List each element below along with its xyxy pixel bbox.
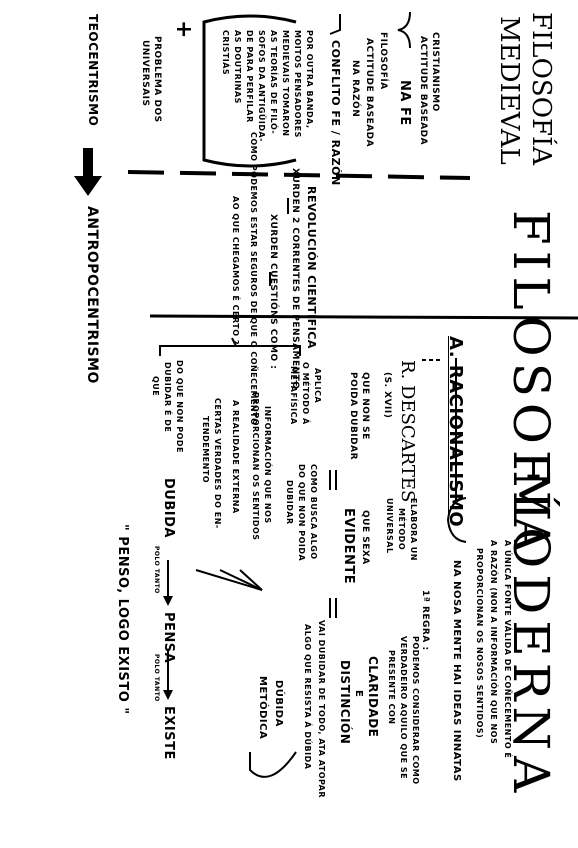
elabora-3: UNIVERSAL [385, 498, 394, 554]
realidade-externa: A REALIDADE EXTERNA [231, 400, 240, 514]
como-busca-3: DUBIDAR [285, 480, 294, 525]
do-que-2: DUBIDAR É DE [163, 362, 172, 433]
como-busca-1: COMO BUSCA ALGO [309, 464, 318, 560]
racionalismo-label: A. RACIONALISMO [445, 336, 466, 528]
pregunta-1: COMO PODEMOS ESTAR SEGUROS DE QUE O COÑE… [249, 132, 258, 426]
medieval-title-1: FILOSOFÍA [526, 12, 556, 166]
left-branch [159, 337, 238, 356]
do-que-1: DO QUE NON PODE [175, 360, 184, 454]
conflito-line-2: MOITOS PENSADORES [293, 30, 302, 138]
penso-logo-existo: " PENSO, LOGO EXISTO " [115, 524, 130, 715]
main-divider [149, 314, 578, 320]
medieval-bracket [202, 14, 297, 168]
vai-dubidar-1: VAI DUBIDAR DE TODO, ATA ATOPAR [317, 620, 326, 799]
loop-arrow [249, 751, 297, 778]
aplica-3: METAFÍSICA [289, 366, 298, 425]
dubida-metodica-1: DÚBIDA [273, 680, 284, 727]
informacion-1: INFORMACIÓN QUE NOS [263, 406, 272, 524]
como-busca-2: DO QUE NON POIDA [297, 464, 306, 562]
dubida-word: DUBIDA [161, 478, 176, 538]
aplica-1: APLICA [313, 368, 322, 404]
cristianismo-brace [397, 11, 411, 49]
antropocentrismo-label: ANTROPOCENTRISMO [84, 206, 100, 384]
problema-line-2: UNIVERSAIS [140, 40, 150, 107]
cristianismo-label: CRISTIANISMO [430, 32, 440, 112]
plus-sign: + [171, 20, 196, 39]
conflito-line-8: CRISTIÁS [221, 30, 230, 76]
dubida-metodica-2: METÓDICA [257, 676, 268, 740]
actitude-fe-1: ACTITUDE BASEADA [418, 36, 428, 146]
ideas-innatas: NA NOSA MENTE HAI IDEAS INNATAS [451, 560, 462, 782]
elabora-1: ELABORA UN [409, 498, 418, 561]
que-non-se-1: QUE NON SE [360, 372, 370, 440]
fonte-line-2: A RAZÓN (NON A INFORMACIÓN QUE NOS [489, 540, 498, 745]
verdades-2: TENDEMENTO [201, 416, 210, 484]
xurden-cuestions: XURDEN CUESTIÓNS COMO : [268, 214, 278, 370]
revolucion-label: REVOLUCIÓN CIENTÍFICA [305, 186, 318, 349]
conflito-line-3: MEDIEVAIS TOMARON [281, 30, 290, 137]
actitude-fe-2: NA FE [397, 80, 412, 126]
racionalismo-brace [446, 497, 467, 543]
e-label: E [353, 690, 364, 698]
fonte-line-1: A ÚNICA FONTE VÁLIDA DE COÑECEMENTO É [503, 540, 512, 759]
polo-tanto-1: POLO TANTO [153, 546, 160, 594]
actitude-razon-2: NA RAZÓN [350, 60, 360, 118]
pregunta-2: AO QUE CHEGAMOS É CERTO ? [231, 196, 240, 345]
dashed-divider [127, 170, 471, 180]
teocentrismo-label: TEOCENTRISMO [86, 14, 100, 127]
descartes-century: (S. XVII) [382, 372, 392, 419]
conflito-line-4: AS TEORÍAS DE FILÓ- [269, 30, 278, 135]
vai-dubidar-2: ALGO QUE RESISTA Á DÚBIDA [303, 624, 312, 770]
conflito-line-7: AS DOUTRINAS [233, 30, 242, 104]
verdades-1: CERTAS VERDADES DO EN- [213, 398, 222, 529]
correntes-label: XURDEN 2 CORRENTES DE PENSAMENTO [290, 168, 300, 390]
descartes-name: R. DESCARTES [397, 360, 418, 503]
filosofia-label: FILOSOFÍA [378, 32, 388, 90]
problema-line-1: PROBLEMA DOS [152, 36, 162, 123]
regra-line-2: VERDADEIRO AQUILO QUE SE [399, 636, 408, 780]
informacion-2: PROPORCIONAN OS SENTIDOS [251, 392, 260, 541]
conflito-label: CONFLITO FE / RAZÓN [329, 40, 342, 186]
fonte-line-3: PROPORCIONAN OS NOSOS SENTIDOS) [475, 548, 484, 739]
actitude-razon-1: ACTITUDE BASEADA [364, 38, 374, 148]
conflito-line-1: POR OUTRA BANDA, [305, 30, 314, 129]
medieval-title-2: MEDIEVAL [494, 16, 524, 165]
existe-word: EXISTE [161, 706, 176, 760]
evidente-label: EVIDENTE [341, 508, 356, 585]
conflito-line-5: SOFOS DA ANTIGÜIDA- [257, 30, 266, 143]
claridade-label: CLARIDADE [366, 656, 380, 738]
que-sexa: QUE SEXA [360, 510, 370, 565]
regra-label: 1ª REGRA : [420, 590, 430, 651]
regra-line-1: PODEMOS CONSIDERAR COMO [411, 636, 420, 785]
regra-line-3: PRESENTE CON [387, 650, 396, 725]
do-que-3: QUE [151, 376, 160, 397]
elabora-2: MÉTODO [397, 508, 406, 551]
pensa-word: PENSA [161, 612, 176, 664]
teo-anthro-arrow-head [74, 176, 102, 196]
polo-tanto-2: POLO TANTO [153, 654, 160, 702]
aplica-2: O MÉTODO Á [301, 362, 310, 425]
que-non-se-2: POIDA DUBIDAR [348, 372, 358, 461]
right-branch [232, 345, 301, 356]
conflito-line-6: DE PARA PERFILAR [245, 30, 254, 123]
distincion-label: DISTINCIÓN [338, 660, 352, 745]
filosofia-brace [329, 14, 341, 35]
